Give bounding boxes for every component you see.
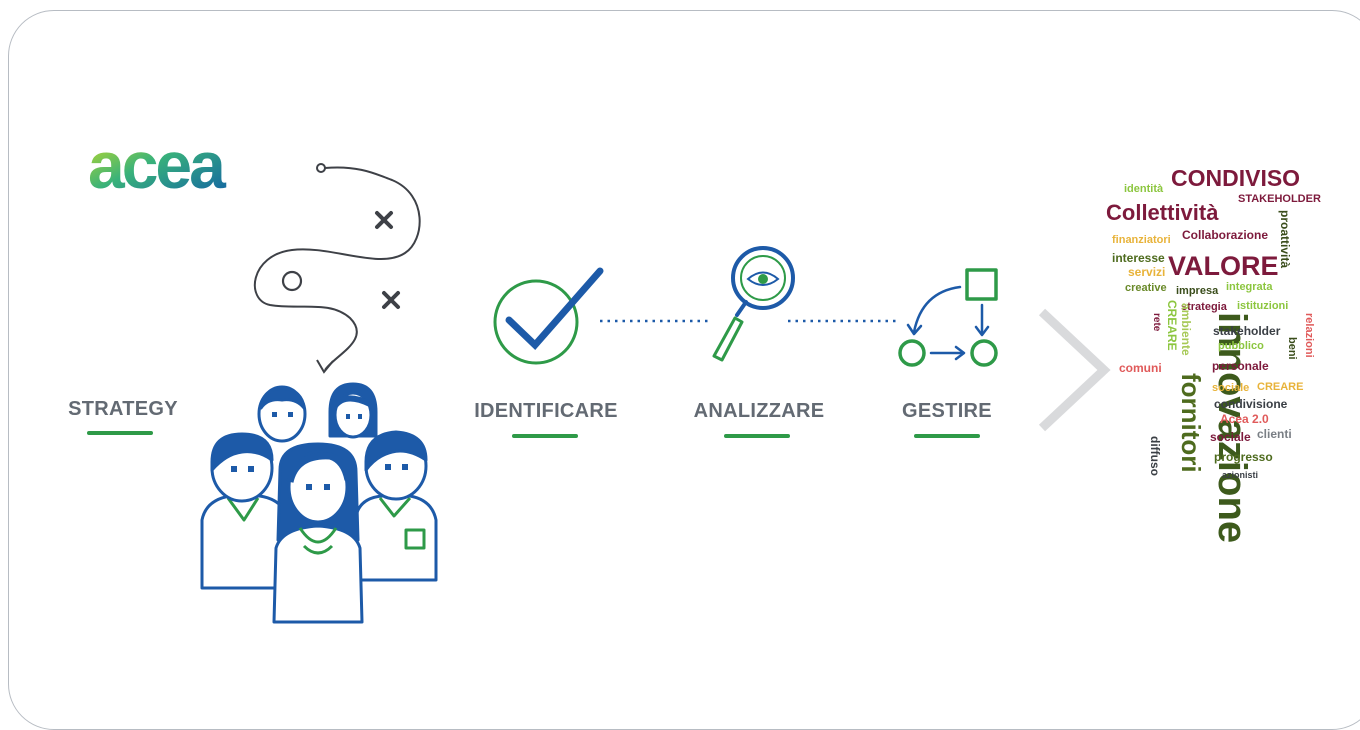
word-cloud-word: interesse [1112,251,1165,265]
word-cloud-word: integrata [1226,281,1273,293]
word-cloud-word: clienti [1257,427,1292,441]
x-mark-icon [375,211,393,229]
word-cloud-word: ambiente [1179,303,1193,356]
word-cloud-word: comuni [1119,361,1162,375]
word-cloud-word: Collettività [1106,200,1219,225]
magnifier-eye-icon [712,246,795,362]
face-details [231,412,408,490]
x-mark-icon [382,291,400,309]
step-label-analizzare: ANALIZZARE [693,400,825,422]
word-cloud-word: stakeholder [1213,324,1281,338]
acea-logo: acea [88,128,230,202]
word-cloud-word: personale [1212,359,1269,373]
word-cloud-word: diffuso [1148,436,1162,476]
step-underline [512,434,578,438]
word-cloud-word: fornitori [1176,373,1206,473]
word-cloud-word: azionisti [1222,470,1259,480]
word-cloud-word: istituzioni [1237,300,1289,312]
chevron-right-icon [1038,308,1111,432]
word-cloud-word: beni [1286,337,1298,360]
workflow-icon [898,268,998,367]
word-cloud-word: identità [1124,183,1164,195]
word-cloud-word: sociale [1210,430,1251,444]
word-cloud-word: strategia [1181,301,1227,313]
word-cloud-word: servizi [1128,265,1166,279]
word-cloud-word: relazioni [1303,313,1315,358]
step-underline [914,434,980,438]
step-underline [724,434,790,438]
word-cloud-word: Acea 2.0 [1220,412,1269,426]
word-cloud-word: pubblico [1218,340,1264,352]
word-cloud-word: condivisione [1214,397,1288,411]
diagram-artwork: acea [88,128,1111,624]
step-underline [87,431,153,435]
word-cloud-word: STAKEHOLDER [1238,193,1321,205]
checkmark-circle-icon [493,267,604,365]
word-cloud-word: CREARE [1165,300,1179,351]
step-label-strategy: STRATEGY [68,398,178,420]
step-label-identificare: IDENTIFICARE [474,400,618,422]
acea-logo-text: acea [88,128,227,202]
word-cloud-word: creative [1125,282,1167,294]
word-cloud-word: Collaborazione [1182,228,1269,242]
word-cloud-word: progresso [1214,450,1273,464]
people-group-icon [200,382,438,624]
word-cloud-word: CREARE [1257,381,1304,393]
word-cloud-word: impresa [1176,285,1219,297]
word-cloud-word: sociale [1212,382,1250,394]
word-cloud-word: CONDIVISO [1171,165,1301,191]
word-cloud-word: rete [1151,313,1162,332]
word-cloud-word: finanziatori [1112,234,1171,246]
step-label-gestire: GESTIRE [902,400,992,422]
strategy-path [253,163,421,374]
word-cloud-word: proattività [1278,210,1292,269]
word-cloud-word: VALORE [1168,251,1279,281]
